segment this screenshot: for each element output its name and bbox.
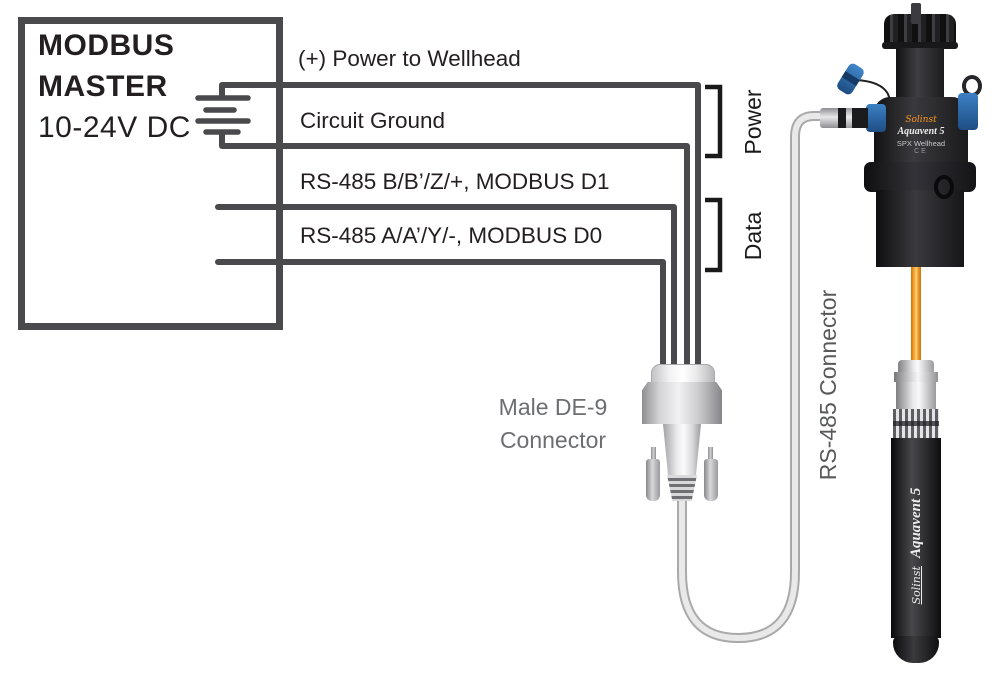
modbus-master-title: MODBUS MASTER 10-24V DC: [38, 25, 191, 148]
power-bracket: [705, 84, 723, 159]
wellhead-neck: [896, 48, 944, 101]
label-d0-wire: RS-485 A/A’/Y/-, MODBUS D0: [300, 223, 603, 248]
wires: [215, 82, 701, 371]
logger-model: Aquavent 5: [908, 487, 924, 559]
de9-caption-line1: Male DE-9: [498, 394, 608, 420]
logger-body: [891, 438, 941, 638]
wellhead-cert-marks: CE: [914, 148, 928, 156]
wellhead-body: [874, 97, 968, 169]
wellhead-cap-lip: [882, 42, 958, 49]
battery-symbol: [195, 95, 251, 135]
logger-label: Solinst Aquavent 5: [903, 446, 929, 646]
de9-strain-relief: [651, 364, 715, 385]
dust-cap-band: [841, 71, 860, 87]
wellhead-brand: Solinst: [905, 115, 937, 125]
logger-brand: Solinst: [910, 566, 923, 605]
rs485-connector-segment: [820, 108, 838, 128]
wellhead-hook: [934, 175, 954, 199]
data-bracket: [705, 197, 723, 273]
title-line-1: MODBUS: [38, 29, 175, 62]
wellhead-model: Aquavent 5: [897, 126, 945, 138]
wire-d0: [215, 259, 666, 371]
rs485-connector-caption: RS-485 Connector: [815, 289, 841, 481]
rs485-connector-segment: [852, 108, 868, 128]
de9-cable-boot: [667, 475, 697, 501]
vented-cable: [911, 258, 921, 366]
voltage-text: 10-24V DC: [38, 111, 191, 144]
label-power-wire: (+) Power to Wellhead: [298, 46, 521, 71]
wire-power: [219, 82, 701, 371]
wellhead-right-port: [958, 93, 978, 130]
rs485-connector-segment: [838, 108, 846, 128]
logger-knurled-ring: [893, 409, 939, 438]
logger-connector-barrel: [896, 382, 936, 409]
modbus-master-box: [18, 17, 283, 330]
logger-knurl-band: [893, 421, 939, 426]
de9-plug-shell: [663, 424, 701, 478]
wire-ground: [219, 130, 690, 371]
wellhead-collar: [864, 162, 976, 192]
title-line-2: MASTER: [38, 70, 168, 103]
gray-cable: [677, 111, 826, 644]
wellhead-lower-housing: [876, 190, 964, 267]
wellhead-name: SPX Wellhead: [896, 138, 946, 148]
de9-thumbscrew-right: [704, 459, 718, 501]
label-ground-wire: Circuit Ground: [300, 108, 446, 133]
brackets: [705, 84, 723, 273]
wellhead-left-port: [866, 104, 886, 132]
rs485-connector-segment: [846, 108, 852, 128]
logger-connector-cap: [898, 360, 934, 373]
de9-thumbscrew-left: [646, 459, 660, 501]
de9-caption: Male DE-9 Connector: [455, 391, 651, 457]
label-d1-wire: RS-485 B/B’/Z/+, MODBUS D1: [300, 169, 610, 194]
wellhead-label: Solinst Aquavent 5 SPX Wellhead CE: [884, 115, 958, 157]
de9-thumbscrew-neck-left: [651, 447, 656, 461]
logger-bottom-cap: [893, 636, 939, 663]
power-group-label: Power: [740, 89, 766, 155]
de9-caption-line2: Connector: [499, 427, 607, 453]
wire-d1: [215, 204, 677, 371]
logger-connector-ring: [894, 372, 938, 382]
de9-connector-body: [642, 382, 722, 424]
de9-thumbscrew-neck-right: [708, 447, 713, 461]
logger-connector-slot: [911, 3, 921, 24]
data-group-label: Data: [740, 211, 766, 261]
